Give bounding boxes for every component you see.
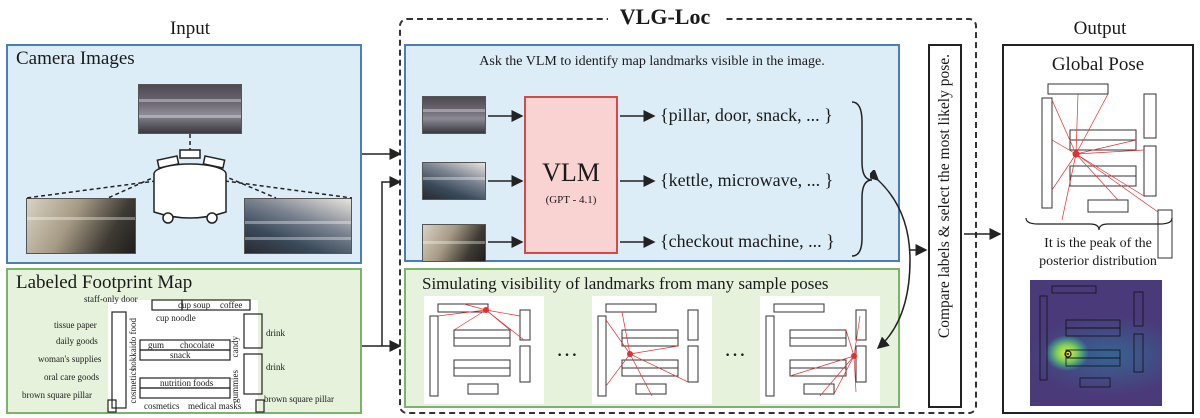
vlm-model: (GPT - 4.1) xyxy=(545,194,597,206)
posterior-heatmap-outline xyxy=(1039,285,1144,388)
map-label-cup-noodle: cup noodle xyxy=(156,313,196,323)
compare-arrows xyxy=(870,170,928,349)
compare-text: Compare labels & select the most likely … xyxy=(936,54,953,339)
input-header: Input xyxy=(169,18,211,39)
map-label-brown-pillar-left: brown square pillar xyxy=(22,390,92,400)
map-label-candy: candy xyxy=(230,336,240,358)
camera-images-panel: Camera Images xyxy=(6,44,362,264)
posterior-heatmap xyxy=(1030,280,1162,406)
ellipsis-2: … xyxy=(724,336,749,361)
camera-image-right xyxy=(244,198,352,254)
compare-box: Compare labels & select the most likely … xyxy=(928,44,962,408)
camera-image-left xyxy=(26,198,136,254)
map-label-cosmetics-vertical: cosmetics xyxy=(128,368,138,404)
vlm-output-2: {kettle, microwave, ... } xyxy=(660,170,834,190)
map-label-drink-bottom: drink xyxy=(266,362,285,372)
map-label-oral-care: oral care goods xyxy=(44,372,99,382)
vlm-label: VLM xyxy=(542,158,600,187)
query-image-2 xyxy=(422,162,486,200)
simulation-panel: Simulating visibility of landmarks from … xyxy=(404,268,900,408)
vlg-loc-title-text: VLG-Loc xyxy=(619,4,711,29)
vlm-output-1: {pillar, door, snack, ... } xyxy=(660,105,833,125)
vlm-query-panel: Ask the VLM to identify map landmarks vi… xyxy=(404,44,900,262)
map-label-womans-supplies: woman's supplies xyxy=(38,354,102,364)
vlg-loc-title-mask xyxy=(608,10,724,28)
map-label-gummies: gummies xyxy=(230,370,240,403)
sample-pose-map-1 xyxy=(424,296,544,404)
map-label-cup-soup: cup soup xyxy=(178,300,211,310)
map-label-coffee: coffee xyxy=(220,300,243,310)
robot-sketch xyxy=(25,134,353,224)
input-arrows xyxy=(362,148,402,352)
brace xyxy=(1025,217,1173,231)
map-label-brown-pillar-right: brown square pillar xyxy=(264,394,334,404)
caption-line-1: It is the peak of the xyxy=(1044,236,1152,251)
map-label-drink-top: drink xyxy=(266,328,285,338)
map-label-daily-goods: daily goods xyxy=(56,336,98,346)
vlm-instruction: Ask the VLM to identify map landmarks vi… xyxy=(479,54,825,69)
map-label-hokkaido-food: hokkaido food xyxy=(128,318,138,371)
map-label-gum: gum xyxy=(148,340,165,350)
map-label-cosmetics: cosmetics xyxy=(144,401,180,411)
simulation-title: Simulating visibility of landmarks from … xyxy=(422,274,829,293)
map-label-medical-masks: medical masks xyxy=(188,401,242,411)
camera-image-top xyxy=(138,84,242,134)
map-label-staff-only-door: staff-only door xyxy=(84,294,138,304)
ellipsis-1: … xyxy=(556,336,581,361)
footprint-map-title: Labeled Footprint Map xyxy=(16,272,193,293)
footprint-map-sketch xyxy=(107,299,265,413)
sample-pose-map-1-svg xyxy=(429,303,531,397)
output-panel: Global Pose It is the peak of the poster… xyxy=(1002,44,1194,414)
output-arrow xyxy=(964,228,1002,240)
sample-pose-map-2 xyxy=(592,296,712,404)
map-label-chocolate: chocolate xyxy=(180,340,215,350)
sample-pose-map-3 xyxy=(760,296,880,404)
vlm-box: VLM (GPT - 4.1) xyxy=(524,96,618,254)
global-pose-map xyxy=(1041,83,1173,259)
caption-line-2: posterior distribution xyxy=(1039,254,1157,269)
sample-pose-map-2-svg xyxy=(597,303,699,397)
sample-pose-map-3-svg xyxy=(765,303,867,397)
footprint-map-panel: Labeled Footprint Map staff-only door cu… xyxy=(6,268,362,414)
query-image-3 xyxy=(422,224,486,262)
map-label-tissue-paper: tissue paper xyxy=(54,320,97,330)
output-header: Output xyxy=(1073,18,1127,39)
map-label-nutrition-foods: nutrition foods xyxy=(160,378,214,388)
camera-images-title: Camera Images xyxy=(16,48,135,69)
vlm-output-3: {checkout machine, ... } xyxy=(660,231,835,251)
global-pose-title: Global Pose xyxy=(1051,54,1145,75)
map-label-snack: snack xyxy=(170,350,191,360)
query-image-1 xyxy=(422,96,486,134)
